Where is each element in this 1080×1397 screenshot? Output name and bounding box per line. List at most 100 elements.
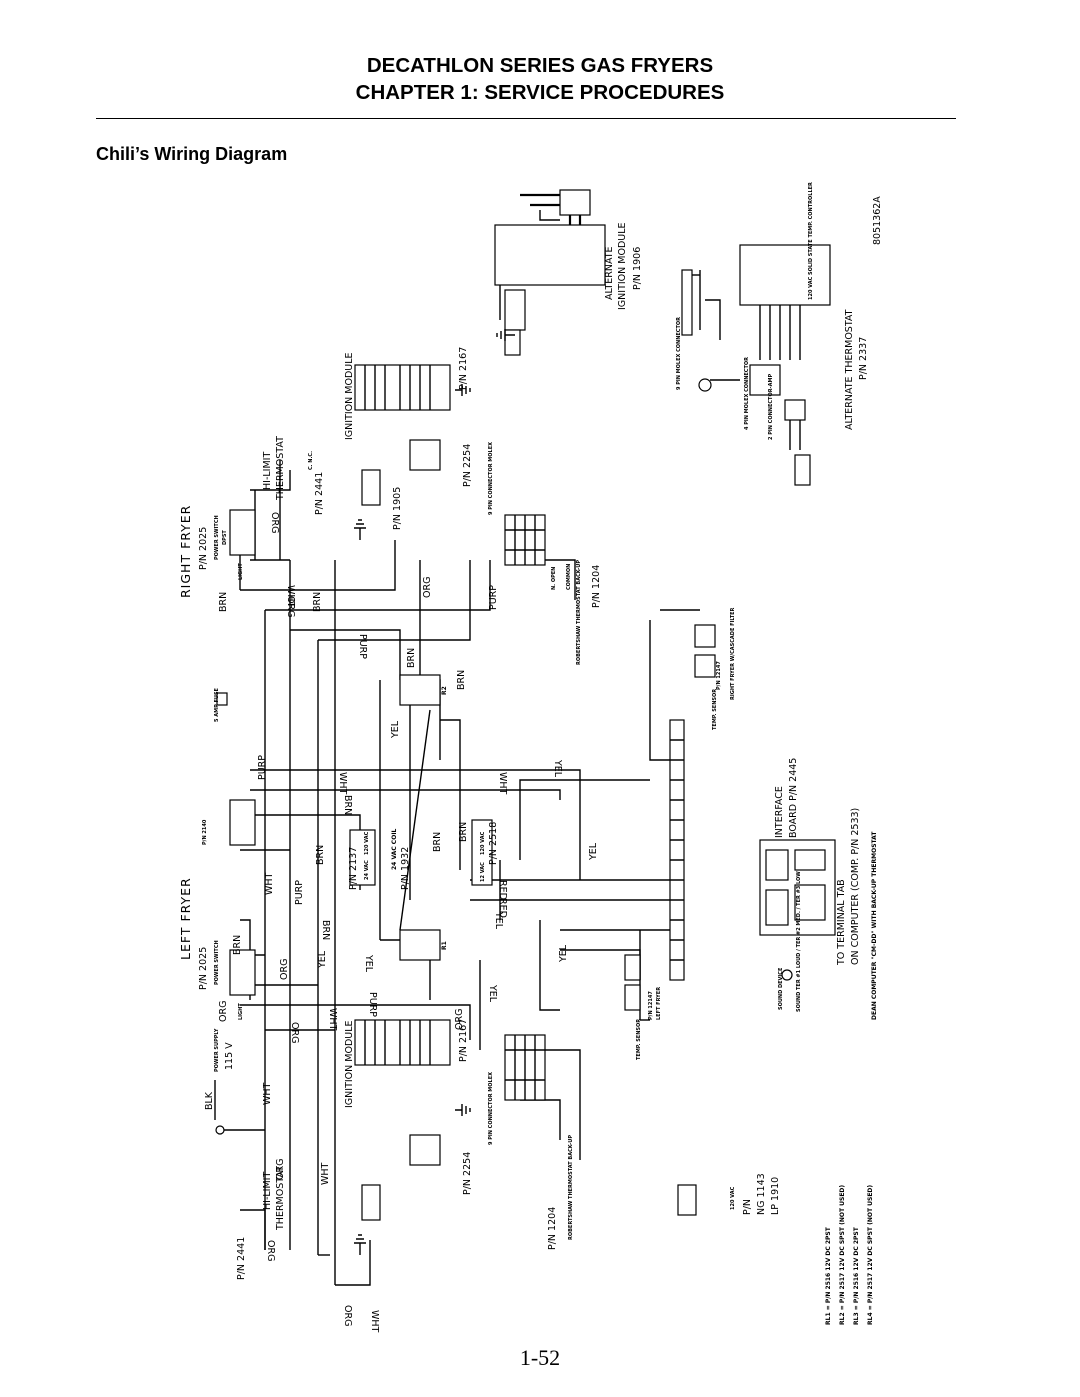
- bottom-valve-pn: P/N: [742, 1199, 753, 1215]
- interface-label-2: BOARD P/N 2445: [788, 758, 799, 838]
- left-power-switch-label: POWER SWITCH: [214, 940, 220, 985]
- wire-label-brn-6: BRN: [232, 935, 243, 955]
- sound-device-label: SOUND DEVICE: [778, 967, 784, 1010]
- wire-label-wht-5: WHT: [264, 872, 275, 895]
- fuse-box: [216, 692, 228, 706]
- right-module-pn: P/N 2167: [458, 347, 469, 390]
- wire-label-brn-7: BRN: [315, 845, 326, 865]
- ground-symbol-icons: [354, 329, 515, 1255]
- right-sensor-label: RIGHT FRYER W/CASCADE FILTER: [730, 607, 736, 700]
- left-ignition-module-box: [354, 1019, 451, 1066]
- wire-label-brn-3: BRN: [406, 648, 417, 668]
- wire-label-yel-7: YEL: [588, 842, 599, 861]
- right-dpst: DPST: [222, 530, 228, 545]
- alt-2pin-label: 2 PIN CONNECTOR-AMP: [768, 374, 774, 440]
- wire-label-red-2: RED: [497, 898, 508, 918]
- wire-label-wht-3: WHT: [497, 772, 508, 795]
- components: [215, 189, 836, 1221]
- header-line-1: DECATHLON SERIES GAS FRYERS: [366, 54, 714, 77]
- relay-legend-2: RL2 = P/N 2517 12V DC SPST (NOT USED): [839, 1185, 846, 1325]
- left-temp-sensor: TEMP. SENSOR: [636, 1019, 642, 1060]
- left-power-switch-pn: P/N 2025: [198, 947, 209, 990]
- sound-device: [781, 969, 793, 981]
- interface-label-1: INTERFACE: [774, 786, 785, 838]
- wire-label-wht-4: WHT: [262, 1082, 273, 1105]
- header-line-2: CHAPTER 1: SERVICE PROCEDURES: [355, 81, 725, 104]
- wire-label-brn-9: BRN: [432, 832, 443, 852]
- right-common: COMMON: [566, 564, 572, 590]
- right-n-open: N. OPEN: [551, 567, 557, 590]
- dean-computer: DEAN COMPUTER "CM-DD" WITH BACK-UP THERM…: [871, 831, 878, 1020]
- alt-4pin-label: 4 PIN MOLEX CONNECTOR: [744, 357, 750, 430]
- right-sensor-connector: [694, 654, 716, 678]
- left-hi-limit-2: THERMOSTAT: [275, 1166, 286, 1231]
- bottom-gas-valve-box: [677, 1184, 697, 1216]
- right-9pin-label: 9 PIN CONNECTOR MOLEX: [488, 442, 494, 515]
- wire-label-wht-8: WHT: [369, 1310, 380, 1333]
- wire-label-yel-6: YEL: [558, 944, 569, 963]
- right-nc-c: C. N.C.: [308, 451, 314, 470]
- relay-pn-1932: P/N 1932: [400, 847, 411, 890]
- wire-label-org-6: ORG: [289, 1022, 300, 1043]
- left-switch-2140-pn: P/N 2140: [202, 819, 208, 845]
- relay-vac-12: 12 VAC: [480, 862, 486, 882]
- wire-label-purp-1: PURP: [357, 634, 368, 659]
- right-hi-limit-pn: P/N 2441: [314, 472, 325, 515]
- right-temp-sensor: TEMP. SENSOR: [712, 689, 718, 730]
- cascade-filter-connector: [694, 624, 716, 648]
- relay-pn-2137: P/N 2137: [348, 847, 359, 890]
- relay-coil-24: 24 VAC COIL: [391, 828, 398, 870]
- wire-label-org-1: ORG: [285, 596, 296, 617]
- wire-label-purp-4: PURP: [294, 880, 305, 905]
- right-module-title: IGNITION MODULE: [344, 352, 355, 440]
- right-transformer-pn: P/N 1905: [392, 487, 403, 530]
- right-power-switch-label: POWER SWITCH: [214, 515, 220, 560]
- ground-icon: [455, 1104, 471, 1116]
- alt-temp-sensor: [794, 454, 811, 486]
- left-sensor-connector-1: [624, 954, 641, 981]
- wires: [214, 193, 801, 1286]
- relay-r1-box: [399, 929, 441, 961]
- wire-label-wht-1: WHT: [285, 585, 296, 608]
- wire-label-yel-2: YEL: [552, 759, 563, 778]
- left-9pin-label: 9 PIN CONNECTOR MOLEX: [488, 1072, 494, 1145]
- left-module-title: IGNITION MODULE: [344, 1020, 355, 1108]
- relay-pn-2518: P/N 2518: [488, 822, 499, 865]
- left-sensor-pn: P/N 12147: [648, 991, 654, 1020]
- drawing-number: 8051362A: [872, 196, 883, 245]
- right-fryer-title: RIGHT FRYER: [178, 505, 193, 598]
- left-power-switch-box: [229, 949, 256, 996]
- right-light-label: LIGHT: [238, 563, 244, 580]
- right-robertshaw: ROBERTSHAW THERMOSTAT BACK-UP: [576, 560, 582, 665]
- right-gas-valve-box: [409, 439, 441, 471]
- alt-9pin-label: 9 PIN MOLEX CONNECTOR: [676, 317, 682, 390]
- wire-label-wht-6: WHT: [327, 1008, 338, 1031]
- left-gas-valve-box: [409, 1134, 441, 1166]
- wire-label-brn-1: BRN: [218, 592, 229, 612]
- alt-ignition-module-box: [494, 224, 606, 286]
- bottom-valve-vac: 120 VAC: [730, 1186, 736, 1210]
- wire-label-org-7: ORG: [454, 1009, 465, 1030]
- wire-label-org-4: ORG: [218, 1001, 229, 1022]
- wire-label-org-9: ORG: [275, 1159, 286, 1180]
- relay-vac-120-b: 120 VAC: [480, 831, 486, 855]
- ground-icon: [354, 519, 366, 540]
- right-power-switch-box: [229, 509, 256, 556]
- right-sensor-pn: P/N 12147: [716, 661, 722, 690]
- bottom-valve-ng: NG 1143: [756, 1173, 767, 1215]
- interface-terminal-strip: [669, 719, 685, 981]
- left-hi-limit-1: HI-LIMIT: [262, 1172, 273, 1210]
- alt-controller-label: 120 VAC SOLID STATE TEMP. CONTROLLER: [808, 182, 814, 300]
- diagram-labels: RIGHT FRYER LEFT FRYER P/N 2025 POWER SW…: [178, 182, 883, 1333]
- on-computer: ON COMPUTER (COMP. P/N 2533): [850, 808, 861, 965]
- alt-module-pn: P/N 1906: [632, 247, 643, 290]
- wire-label-yel-3: YEL: [317, 950, 328, 969]
- left-light-label: LIGHT: [238, 1003, 244, 1020]
- wire-label-yel-5: YEL: [493, 911, 504, 930]
- left-robertshaw: ROBERTSHAW THERMOSTAT BACK-UP: [568, 1135, 574, 1240]
- power-supply-plug: [215, 1125, 225, 1135]
- wire-label-yel-4: YEL: [363, 954, 374, 973]
- wire-label-purp-5: PURP: [367, 992, 378, 1017]
- relay-r2-label: R2: [441, 686, 448, 695]
- page-header: DECATHLON SERIES GAS FRYERS CHAPTER 1: S…: [0, 52, 1080, 106]
